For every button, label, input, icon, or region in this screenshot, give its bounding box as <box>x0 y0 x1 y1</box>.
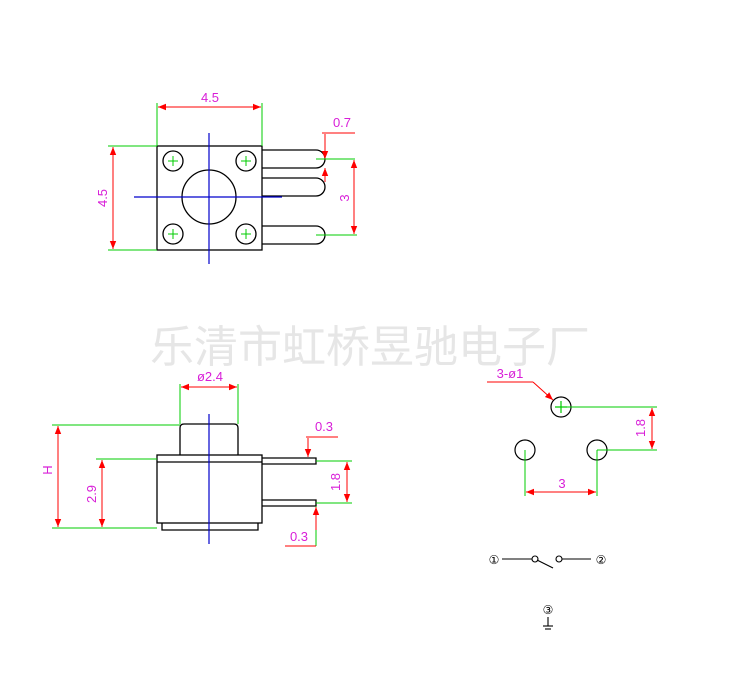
schematic-pin3-label: ③ <box>543 603 554 617</box>
side-view <box>52 383 352 547</box>
side-view-lead-thickness-top-label: 0.3 <box>315 419 333 434</box>
side-view-body-height-label: 2.9 <box>84 485 99 503</box>
top-view-pitch-dimension <box>316 160 358 236</box>
side-view-body-height-dimension <box>96 458 157 527</box>
footprint <box>487 381 657 496</box>
top-view-centerlines <box>134 133 282 264</box>
side-view-feet <box>161 523 259 531</box>
schematic-pin1-label: ① <box>489 553 500 567</box>
schematic-pin2-label: ② <box>596 553 607 567</box>
footprint-horizontal-dimension <box>524 450 598 496</box>
footprint-horizontal-label: 3 <box>558 476 565 491</box>
side-view-leads <box>262 457 317 507</box>
footprint-hole-leader <box>487 381 554 401</box>
footprint-vertical-label: 1.8 <box>633 419 648 437</box>
watermark-text: 乐清市虹桥昱驰电子厂 <box>150 322 590 373</box>
footprint-vertical-dimension <box>561 406 657 451</box>
top-view-posts <box>162 150 257 245</box>
side-view-height-label: H <box>40 465 55 474</box>
side-view-lead-thickness-bottom-dimension <box>285 506 320 547</box>
side-view-cap-dimension <box>179 383 239 424</box>
switch-schematic <box>502 555 591 630</box>
top-view <box>108 103 358 264</box>
side-view-lead-pitch-label: 1.8 <box>328 473 343 491</box>
side-view-lead-pitch-dimension <box>316 460 352 504</box>
top-view-lead-diameter-dimension <box>316 132 355 182</box>
top-view-width-dimension <box>156 103 263 146</box>
top-view-pitch-label: 3 <box>337 194 352 201</box>
top-view-lead-diameter-label: 0.7 <box>333 115 351 130</box>
side-view-h-dimension <box>52 424 180 529</box>
side-view-cap-dimension-label: ø2.4 <box>197 369 223 384</box>
top-view-height-dimension <box>108 145 157 251</box>
footprint-holes-label: 3-ø1 <box>497 366 524 381</box>
side-view-lead-thickness-bottom-label: 0.3 <box>290 529 308 544</box>
top-view-height-label: 4.5 <box>95 189 110 207</box>
top-view-width-label: 4.5 <box>201 90 219 105</box>
side-view-lead-thickness-top-dimension <box>304 436 338 457</box>
